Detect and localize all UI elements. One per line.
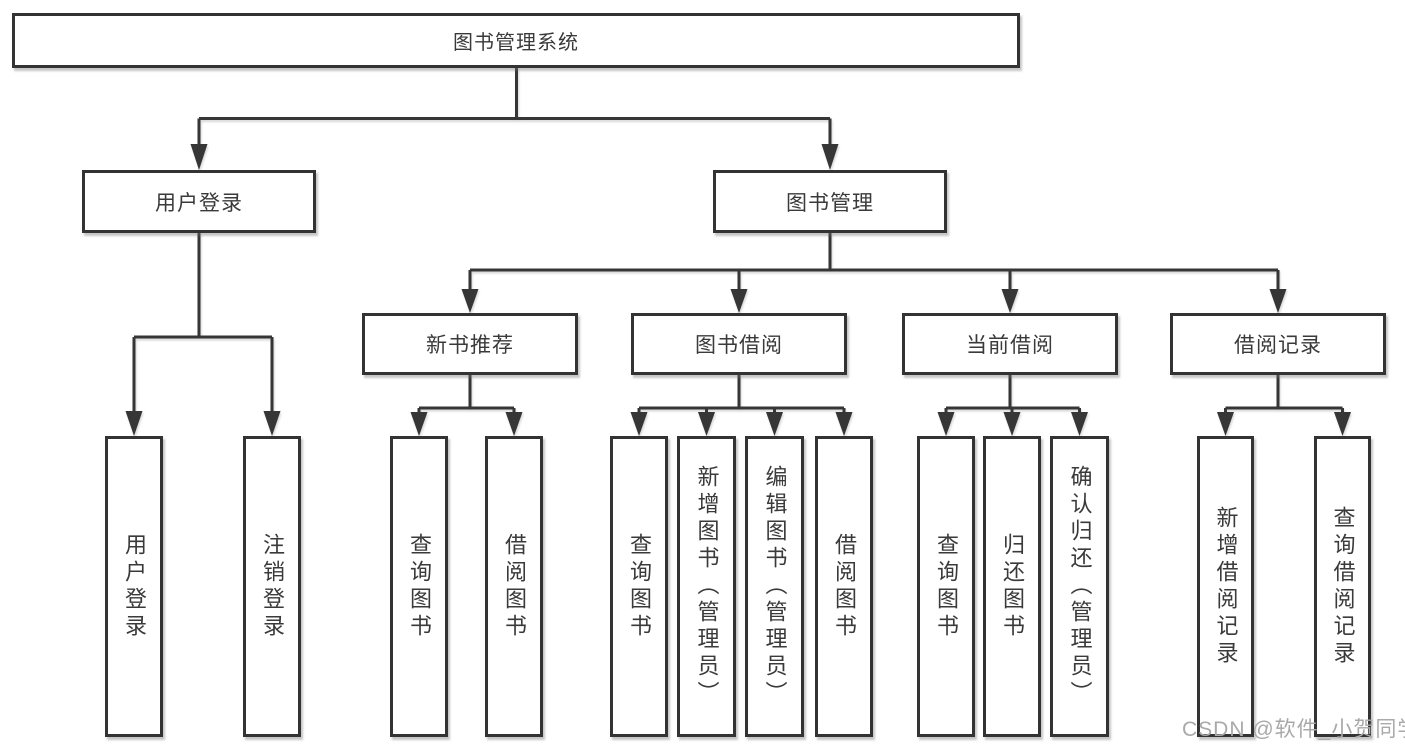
leaf-label: 查询图书 — [627, 532, 652, 641]
node-new-book-recommendation: 新书推荐 — [362, 313, 578, 375]
leaf-logout: 注销登录 — [243, 436, 301, 737]
node-label: 用户登录 — [155, 191, 243, 215]
csdn-watermark: CSDN @软件_小贺同学 — [1182, 718, 1405, 741]
leaf-label: 用户登录 — [122, 532, 147, 641]
leaf-query-books-borrowing: 查询图书 — [610, 436, 668, 737]
node-label: 图书借阅 — [695, 334, 783, 357]
leaf-label: 归还图书 — [1000, 532, 1025, 641]
leaf-confirm-return-admin: 确认归还（管理员） — [1050, 436, 1109, 737]
node-label: 新书推荐 — [426, 334, 514, 357]
node-borrowing-records: 借阅记录 — [1170, 313, 1386, 375]
leaf-label: 借阅图书 — [832, 532, 857, 641]
leaf-query-borrow-record: 查询借阅记录 — [1314, 436, 1371, 737]
leaf-label: 确认归还（管理员） — [1067, 465, 1093, 708]
node-user-login: 用户登录 — [82, 170, 316, 233]
node-book-borrowing: 图书借阅 — [631, 313, 847, 375]
leaf-add-borrow-record: 新增借阅记录 — [1197, 436, 1254, 737]
leaf-label: 新增图书（管理员） — [694, 465, 720, 708]
leaf-return-book: 归还图书 — [983, 436, 1041, 737]
leaf-query-books-current: 查询图书 — [917, 436, 975, 737]
node-library-management-system: 图书管理系统 — [12, 13, 1020, 68]
node-label: 当前借阅 — [966, 334, 1054, 357]
node-book-management: 图书管理 — [713, 170, 947, 233]
leaf-label: 编辑图书（管理员） — [762, 465, 788, 708]
leaf-label: 查询图书 — [934, 532, 959, 641]
leaf-add-book-admin: 新增图书（管理员） — [677, 436, 736, 737]
leaf-label: 注销登录 — [260, 532, 285, 641]
node-label: 借阅记录 — [1234, 334, 1322, 357]
leaf-label: 新增借阅记录 — [1213, 505, 1239, 668]
leaf-user-login: 用户登录 — [105, 436, 163, 737]
leaf-label: 借阅图书 — [502, 532, 527, 641]
leaf-edit-book-admin: 编辑图书（管理员） — [745, 436, 804, 737]
node-current-borrowing: 当前借阅 — [902, 313, 1118, 375]
leaf-label: 查询借阅记录 — [1330, 505, 1356, 668]
node-label: 图书管理 — [786, 191, 874, 215]
leaf-label: 查询图书 — [407, 532, 432, 641]
leaf-borrow-books-borrowing: 借阅图书 — [815, 436, 873, 737]
leaf-borrow-books-recommend: 借阅图书 — [485, 436, 543, 737]
node-label: 图书管理系统 — [453, 32, 579, 54]
leaf-query-books-recommend: 查询图书 — [390, 436, 448, 737]
